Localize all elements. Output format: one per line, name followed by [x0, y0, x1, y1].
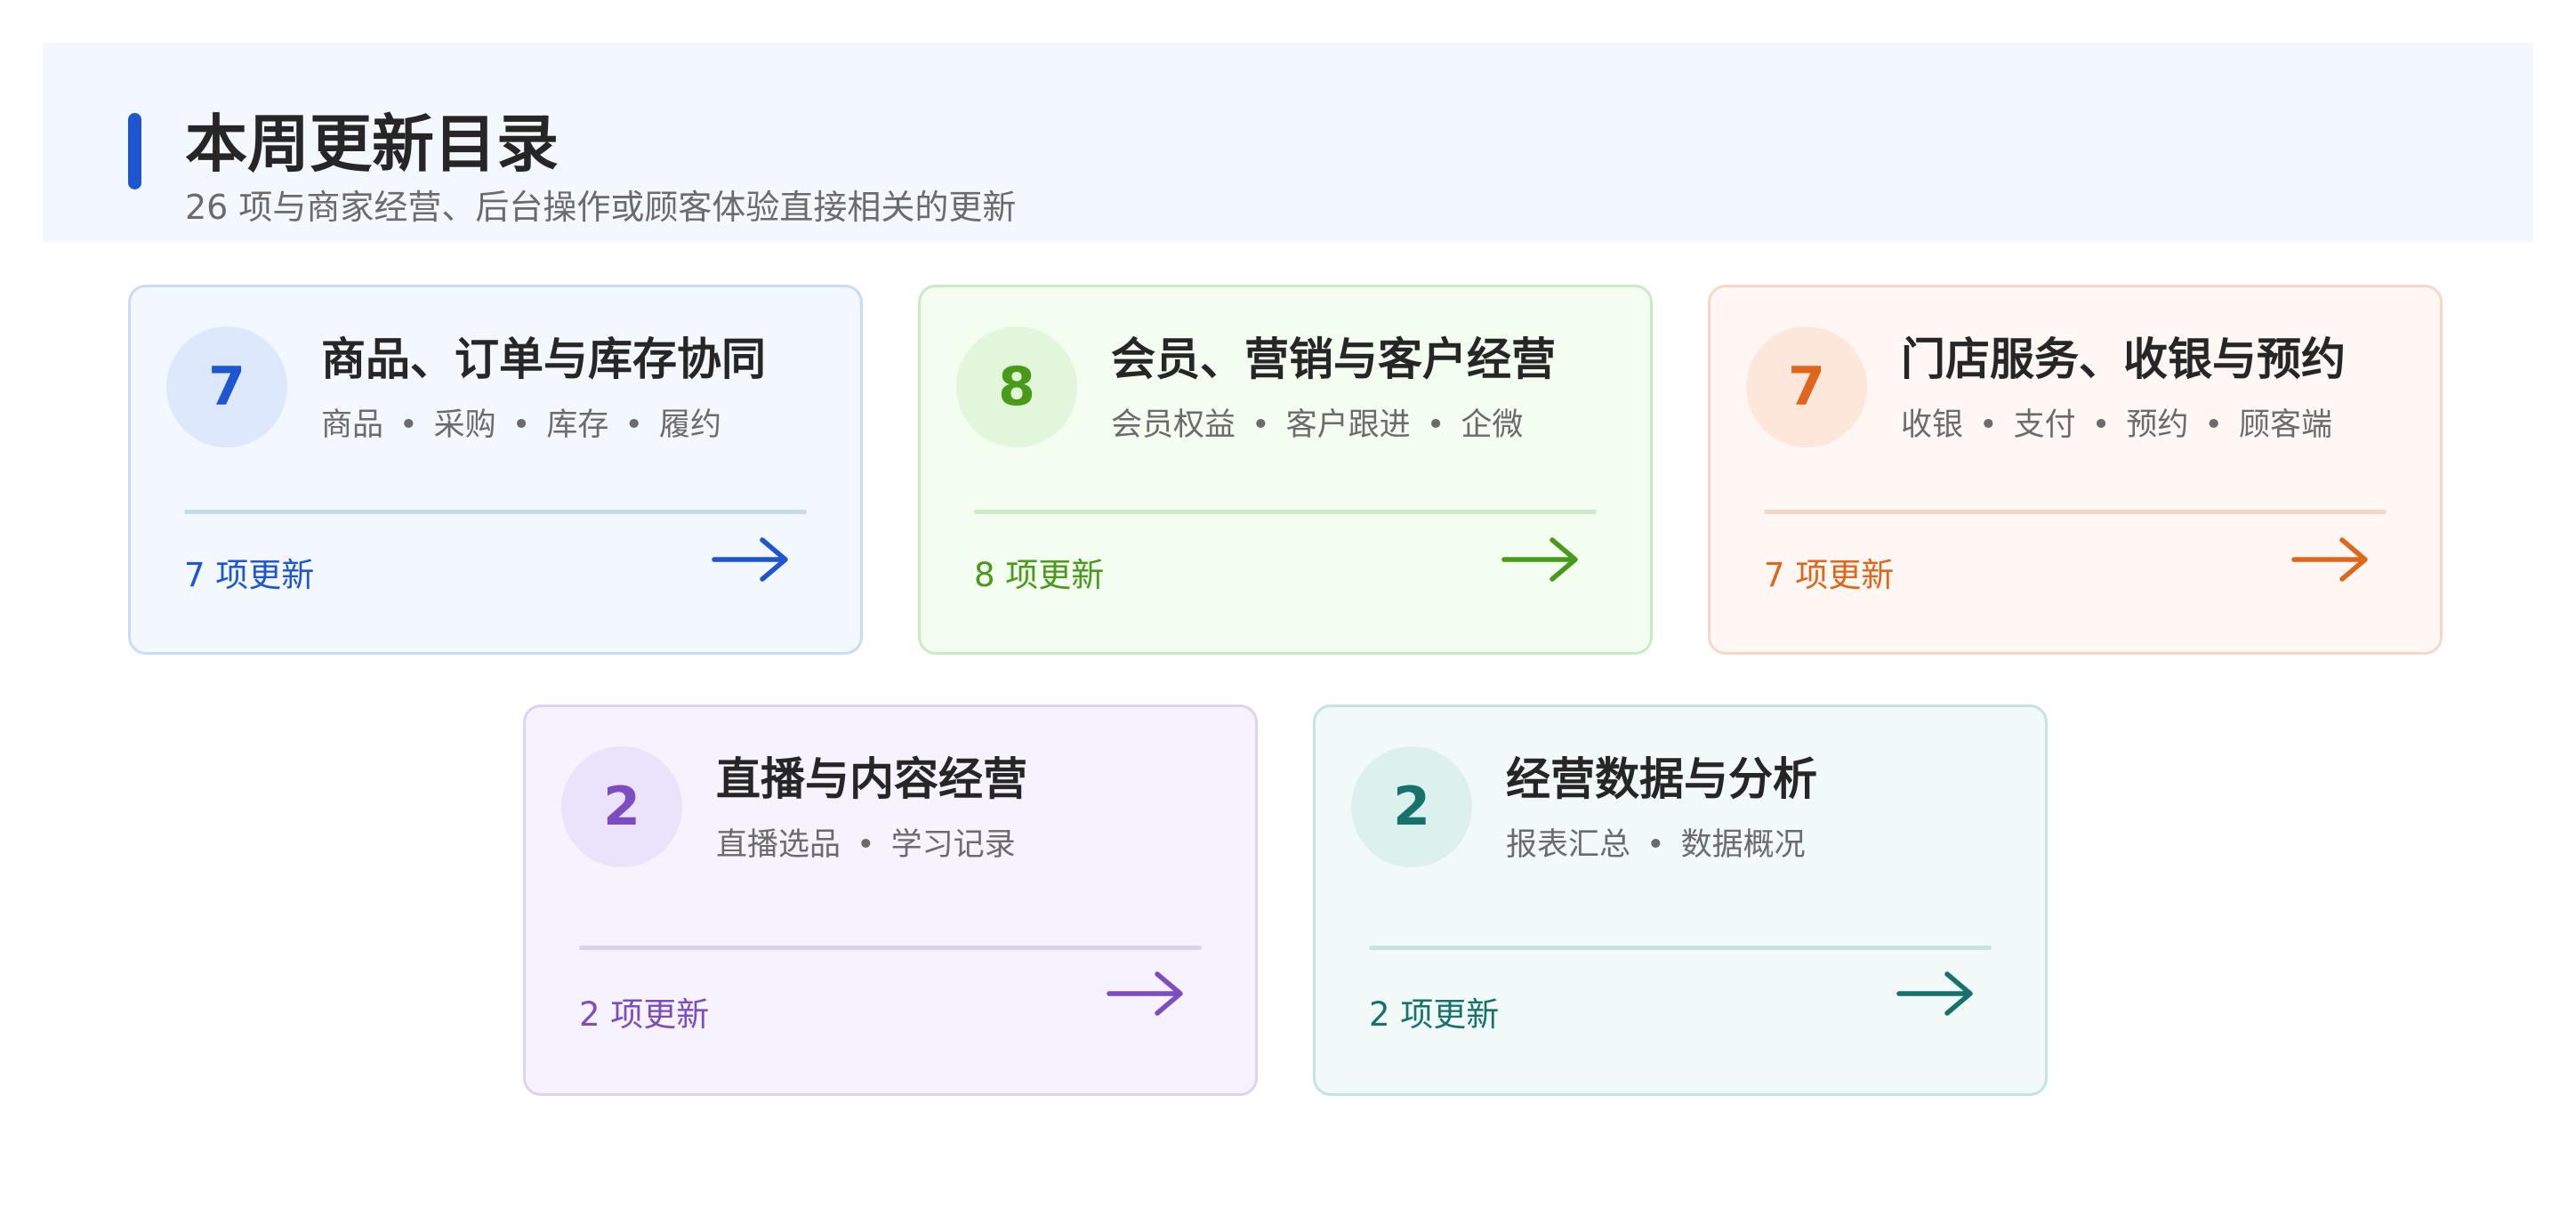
title-accent-bar — [128, 113, 141, 189]
card-tag: 履约 — [659, 407, 722, 443]
category-card-store-service[interactable]: 7 门店服务、收银与预约 收银•支付•预约•顾客端 7 项更新 — [1708, 285, 2443, 655]
card-tags: 直播选品•学习记录 — [716, 827, 1016, 863]
card-title: 直播与内容经营 — [716, 753, 1027, 805]
card-tag: 企微 — [1461, 407, 1524, 443]
card-update-count: 2 项更新 — [579, 995, 710, 1034]
card-title: 会员、营销与客户经营 — [1111, 334, 1556, 385]
card-tag: 顾客端 — [2239, 407, 2333, 443]
card-divider — [1764, 510, 2387, 514]
card-tag: 客户跟进 — [1285, 407, 1411, 443]
category-card-membership-marketing[interactable]: 8 会员、营销与客户经营 会员权益•客户跟进•企微 8 项更新 — [918, 285, 1653, 655]
header-panel — [43, 43, 2533, 242]
card-divider — [1369, 946, 1992, 950]
card-tag: 采购 — [433, 407, 496, 443]
card-update-count: 7 项更新 — [184, 556, 315, 594]
arrow-right-icon[interactable] — [1501, 533, 1581, 586]
card-count-badge: 7 — [1746, 326, 1867, 447]
card-tags: 商品•采购•库存•履约 — [321, 407, 722, 443]
card-tag: 会员权益 — [1111, 407, 1236, 443]
card-tags: 报表汇总•数据概况 — [1506, 827, 1806, 863]
card-tag: 收银 — [1901, 407, 1964, 443]
card-count-badge: 7 — [166, 326, 287, 447]
card-divider — [974, 510, 1597, 514]
card-tag: 预约 — [2126, 407, 2189, 443]
card-tag: 学习记录 — [890, 827, 1016, 863]
card-update-count: 8 项更新 — [974, 556, 1105, 594]
page-subtitle: 26 项与商家经营、后台操作或顾客体验直接相关的更新 — [185, 188, 1017, 227]
card-divider — [579, 946, 1202, 950]
category-card-live-content[interactable]: 2 直播与内容经营 直播选品•学习记录 2 项更新 — [523, 705, 1258, 1096]
card-tag: 支付 — [2013, 407, 2076, 443]
card-title: 经营数据与分析 — [1506, 753, 1817, 805]
card-count-badge: 8 — [956, 326, 1077, 447]
arrow-right-icon[interactable] — [711, 533, 791, 586]
category-card-business-data[interactable]: 2 经营数据与分析 报表汇总•数据概况 2 项更新 — [1313, 705, 2048, 1096]
page-title: 本周更新目录 — [185, 108, 559, 181]
arrow-right-icon[interactable] — [2290, 533, 2371, 586]
card-tags: 会员权益•客户跟进•企微 — [1111, 407, 1524, 443]
arrow-right-icon[interactable] — [1896, 967, 1976, 1020]
card-tag: 直播选品 — [716, 827, 841, 863]
card-tag: 商品 — [321, 407, 384, 443]
card-tags: 收银•支付•预约•顾客端 — [1901, 407, 2333, 443]
card-title: 商品、订单与库存协同 — [321, 334, 766, 385]
card-update-count: 2 项更新 — [1369, 995, 1500, 1034]
card-tag: 库存 — [546, 407, 609, 443]
arrow-right-icon[interactable] — [1106, 967, 1186, 1020]
card-count-badge: 2 — [561, 746, 682, 867]
card-tag: 数据概况 — [1680, 827, 1806, 863]
category-card-products-orders[interactable]: 7 商品、订单与库存协同 商品•采购•库存•履约 7 项更新 — [128, 285, 863, 655]
card-update-count: 7 项更新 — [1764, 556, 1895, 594]
card-title: 门店服务、收银与预约 — [1901, 334, 2346, 385]
card-tag: 报表汇总 — [1506, 827, 1631, 863]
card-divider — [184, 510, 807, 514]
card-count-badge: 2 — [1351, 746, 1472, 867]
